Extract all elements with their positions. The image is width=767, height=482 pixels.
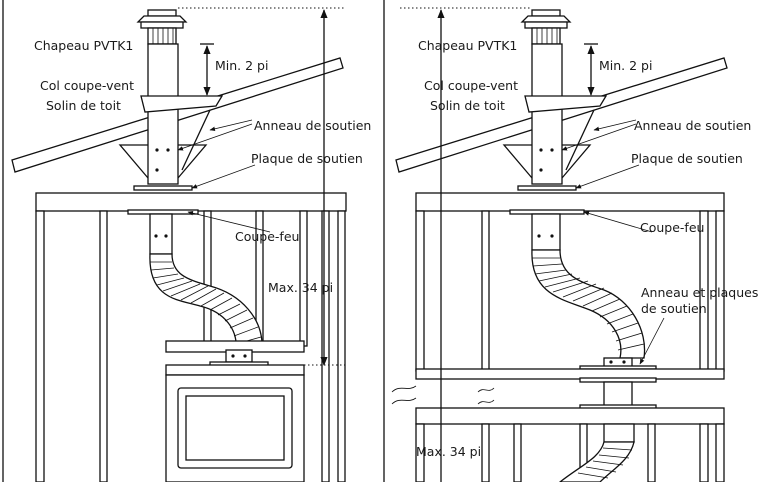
left-diagram: Chapeau PVTK1 Min. 2 pi Col coupe-vent S… xyxy=(2,0,371,482)
max-label-right: Max. 34 pi xyxy=(416,444,481,459)
firestop-label-right: Coupe-feu xyxy=(640,220,704,235)
support-plate-right xyxy=(517,185,577,191)
flex-pipe-left xyxy=(149,213,263,351)
ceiling-beam-right xyxy=(415,192,725,212)
cap-label-right: Chapeau PVTK1 xyxy=(418,38,517,53)
right-diagram: Chapeau PVTK1 Min. 2 pi Col coupe-vent S… xyxy=(391,7,758,482)
support-plate-label-left: Plaque de soutien xyxy=(251,151,363,166)
support-plate-left xyxy=(133,185,193,191)
storm-collar-label-right: Col coupe-vent xyxy=(424,78,518,93)
ring-plates-label-line2-right: de soutien xyxy=(641,301,707,316)
appliance-left xyxy=(165,374,305,482)
min-label-left: Min. 2 pi xyxy=(215,58,268,73)
vent-pipe-right xyxy=(531,43,563,185)
storm-collar-left xyxy=(140,95,224,113)
floor-beam-right xyxy=(415,368,725,380)
storm-collar-label-left: Col coupe-vent xyxy=(40,78,134,93)
support-ring-label-right: Anneau de soutien xyxy=(634,118,751,133)
cap-left-icon xyxy=(136,9,188,45)
ring-plates-label-line1-right: Anneau et plaques xyxy=(641,285,758,300)
min-label-right: Min. 2 pi xyxy=(599,58,652,73)
flex-pipe-right xyxy=(531,213,646,359)
firestop-label-left: Coupe-feu xyxy=(235,229,299,244)
cap-right-icon xyxy=(520,9,572,45)
support-ring-label-left: Anneau de soutien xyxy=(254,118,371,133)
flashing-label-left: Solin de toit xyxy=(46,98,121,113)
support-plate-label-right: Plaque de soutien xyxy=(631,151,743,166)
vent-pipe-left xyxy=(147,43,179,185)
ceiling-beam-left xyxy=(35,192,347,212)
cap-label-left: Chapeau PVTK1 xyxy=(34,38,133,53)
storm-collar-right xyxy=(524,95,608,113)
max-label-left: Max. 34 pi xyxy=(268,280,333,295)
flashing-label-right: Solin de toit xyxy=(430,98,505,113)
